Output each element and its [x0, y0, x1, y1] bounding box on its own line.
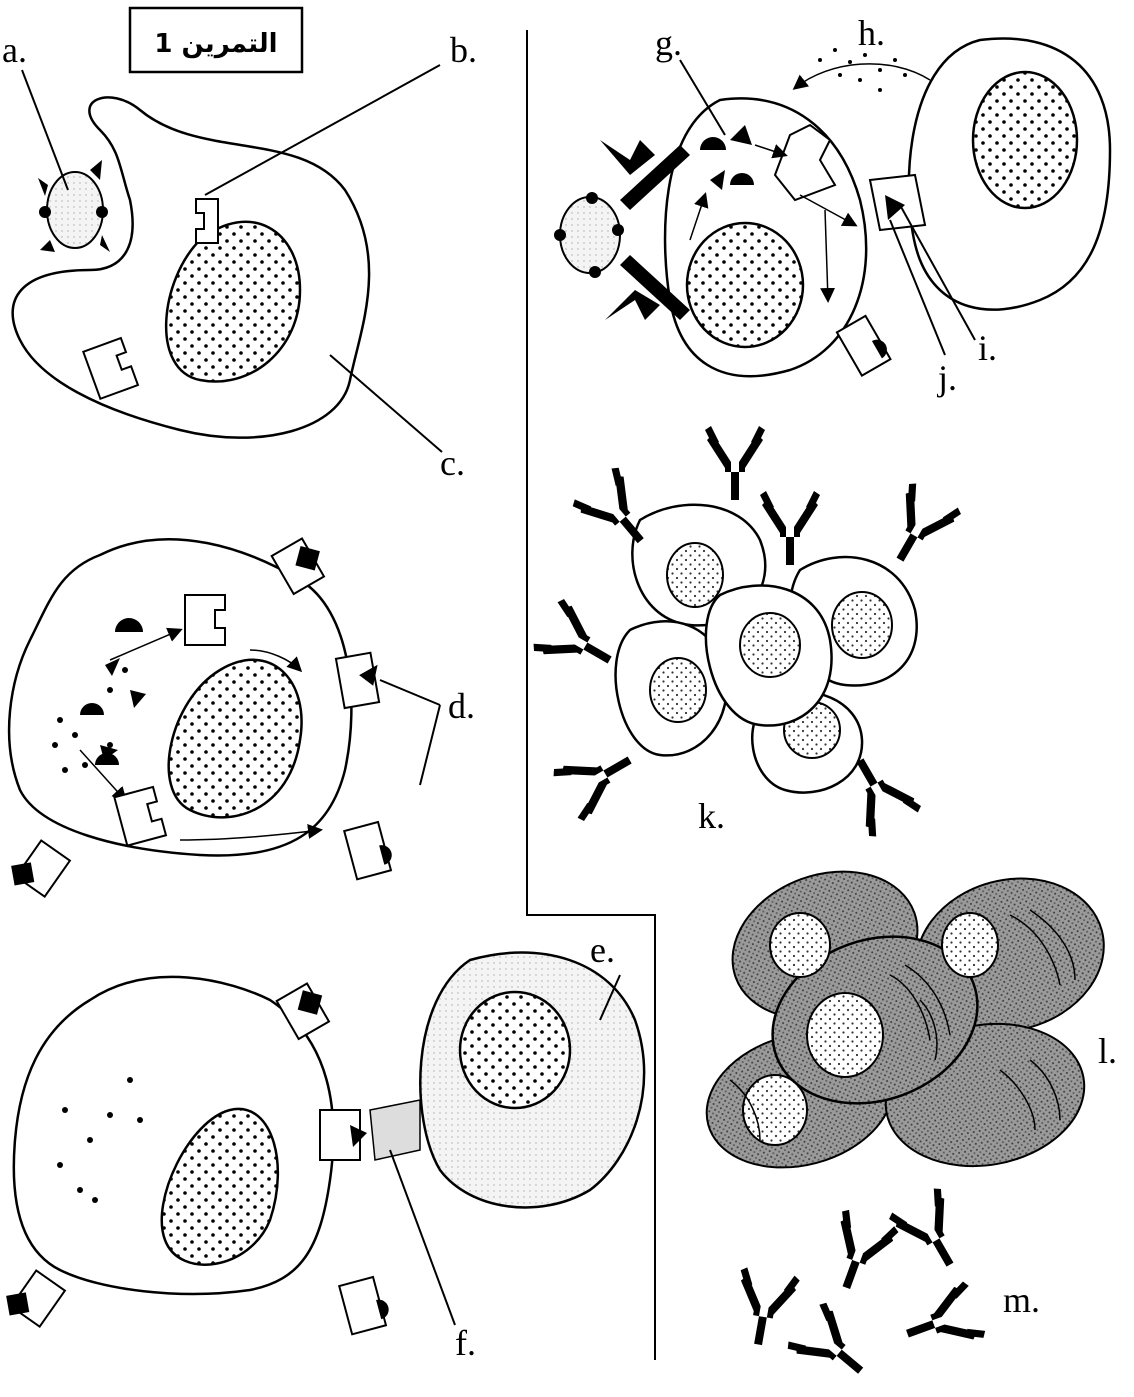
label-b: b. [450, 30, 477, 70]
label-m: m. [1003, 1280, 1040, 1320]
label-i: i. [978, 328, 997, 368]
leader-line-a [22, 70, 68, 190]
label-j: j. [936, 358, 957, 398]
label-k: k. [698, 796, 725, 836]
antigen-2 [554, 192, 624, 278]
label-c: c. [440, 443, 465, 483]
exercise-title: التمرين 1 [154, 29, 277, 59]
macrophage-cell-3 [0, 977, 393, 1334]
plasma-cells-l [691, 847, 1121, 1188]
label-l: l. [1098, 1031, 1117, 1071]
label-e: e. [590, 930, 615, 970]
label-h: h. [858, 13, 885, 53]
b-cell-g [665, 98, 893, 376]
exercise-title-box: التمرين 1 [130, 8, 302, 72]
free-antibodies-m [729, 1186, 988, 1394]
cell-clone-k [531, 426, 963, 839]
macrophage-cell-1 [13, 97, 369, 437]
bacterium-antigen [38, 160, 110, 252]
t-cell-e [370, 953, 644, 1208]
cytokines [818, 48, 907, 92]
leader-lines-d [380, 680, 440, 785]
leader-line-c [330, 355, 442, 452]
macrophage-cell-2 [3, 534, 396, 903]
cytokine-arrow [795, 64, 930, 88]
label-d: d. [448, 686, 475, 726]
label-a: a. [2, 30, 27, 70]
label-g: g. [655, 23, 682, 63]
t-helper-cell [870, 38, 1110, 309]
label-f: f. [455, 1323, 476, 1363]
